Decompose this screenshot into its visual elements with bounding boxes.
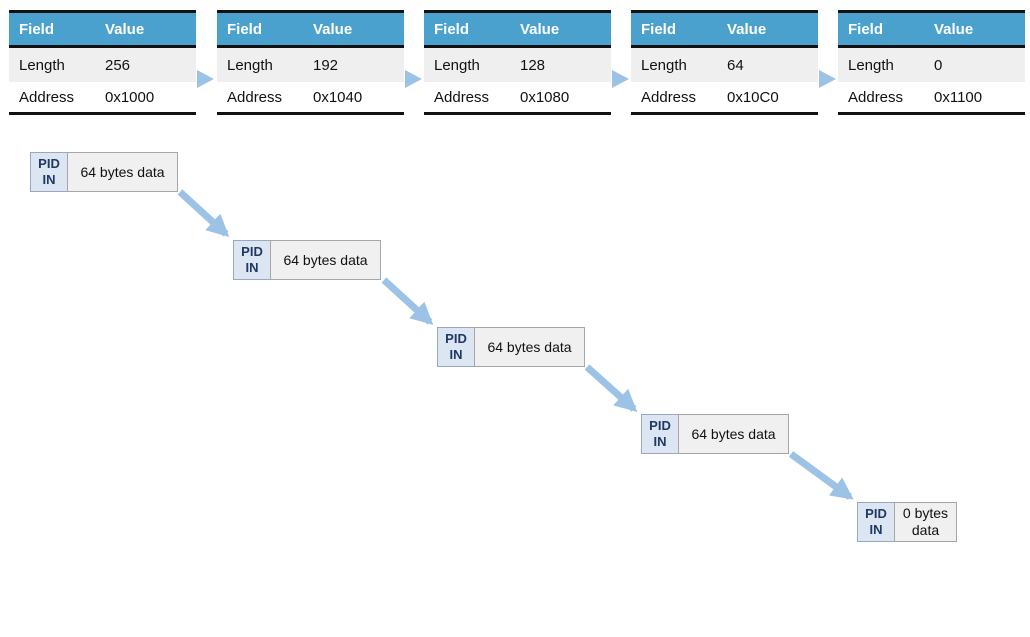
pid-label: PID bbox=[649, 417, 671, 433]
header-value-label: Value bbox=[520, 20, 560, 38]
header-value-label: Value bbox=[934, 20, 974, 38]
row-field: Length bbox=[434, 56, 480, 74]
usb-packet-1: PID IN 64 bytes data bbox=[30, 152, 178, 192]
row-value: 0x1100 bbox=[934, 88, 983, 106]
pid-direction: IN bbox=[42, 172, 56, 187]
pid-cell: PID IN bbox=[233, 240, 271, 280]
packet-data-label: 64 bytes data bbox=[678, 414, 789, 454]
pid-direction: IN bbox=[245, 260, 259, 275]
pid-label: PID bbox=[38, 155, 60, 171]
descriptor-table-2: Field Value Length 192 Address 0x1040 bbox=[217, 10, 404, 115]
pid-cell: PID IN bbox=[437, 327, 475, 367]
next-table-arrow-icon bbox=[819, 70, 836, 88]
header-value-label: Value bbox=[727, 20, 767, 38]
table-header-row: Field Value bbox=[424, 13, 611, 48]
row-field: Length bbox=[19, 56, 65, 74]
descriptor-table-5: Field Value Length 0 Address 0x1100 bbox=[838, 10, 1025, 115]
pid-direction: IN bbox=[869, 522, 883, 537]
usb-packet-3: PID IN 64 bytes data bbox=[437, 327, 585, 367]
pid-label: PID bbox=[241, 243, 263, 259]
row-value: 0x10C0 bbox=[727, 88, 779, 106]
row-field: Length bbox=[848, 56, 894, 74]
header-field-label: Field bbox=[434, 20, 470, 38]
table-row: Address 0x10C0 bbox=[631, 82, 818, 112]
packet-data-label: 64 bytes data bbox=[270, 240, 381, 280]
flow-arrow-3 bbox=[584, 364, 638, 412]
row-value: 0x1000 bbox=[105, 88, 155, 106]
row-value: 0 bbox=[934, 56, 943, 74]
descriptor-table-1: Field Value Length 256 Address 0x1000 bbox=[9, 10, 196, 115]
table-header-row: Field Value bbox=[217, 13, 404, 48]
table-row: Length 64 bbox=[631, 48, 818, 82]
row-field: Length bbox=[641, 56, 687, 74]
next-table-arrow-icon bbox=[612, 70, 629, 88]
next-table-arrow-icon bbox=[405, 70, 422, 88]
row-field: Address bbox=[227, 88, 283, 106]
packet-data-label: 64 bytes data bbox=[67, 152, 178, 192]
header-value-label: Value bbox=[313, 20, 353, 38]
packet-data-label: 64 bytes data bbox=[474, 327, 585, 367]
row-field: Address bbox=[641, 88, 697, 106]
pid-cell: PID IN bbox=[30, 152, 68, 192]
packet-data-label: 0 bytes data bbox=[894, 502, 957, 542]
header-field-label: Field bbox=[19, 20, 55, 38]
table-row: Address 0x1100 bbox=[838, 82, 1025, 112]
flow-arrow-2 bbox=[381, 277, 434, 326]
header-field-label: Field bbox=[848, 20, 884, 38]
table-row: Length 0 bbox=[838, 48, 1025, 82]
table-row: Address 0x1000 bbox=[9, 82, 196, 112]
header-value-label: Value bbox=[105, 20, 145, 38]
pid-direction: IN bbox=[449, 347, 463, 362]
pid-direction: IN bbox=[653, 434, 667, 449]
usb-packet-4: PID IN 64 bytes data bbox=[641, 414, 789, 454]
row-value: 192 bbox=[313, 56, 339, 74]
usb-packet-5: PID IN 0 bytes data bbox=[857, 502, 957, 542]
table-row: Address 0x1080 bbox=[424, 82, 611, 112]
row-field: Address bbox=[434, 88, 490, 106]
row-value: 0x1040 bbox=[313, 88, 363, 106]
row-value: 0x1080 bbox=[520, 88, 570, 106]
descriptor-table-4: Field Value Length 64 Address 0x10C0 bbox=[631, 10, 818, 115]
usb-packet-2: PID IN 64 bytes data bbox=[233, 240, 381, 280]
row-value: 256 bbox=[105, 56, 131, 74]
table-row: Length 256 bbox=[9, 48, 196, 82]
table-header-row: Field Value bbox=[631, 13, 818, 48]
row-value: 128 bbox=[520, 56, 546, 74]
table-row: Length 192 bbox=[217, 48, 404, 82]
pid-label: PID bbox=[865, 505, 887, 521]
pid-label: PID bbox=[445, 330, 467, 346]
descriptor-table-3: Field Value Length 128 Address 0x1080 bbox=[424, 10, 611, 115]
flow-arrow-4 bbox=[788, 451, 854, 500]
pid-cell: PID IN bbox=[641, 414, 679, 454]
table-header-row: Field Value bbox=[9, 13, 196, 48]
header-field-label: Field bbox=[641, 20, 677, 38]
row-value: 64 bbox=[727, 56, 744, 74]
row-field: Address bbox=[848, 88, 904, 106]
row-field: Address bbox=[19, 88, 75, 106]
table-header-row: Field Value bbox=[838, 13, 1025, 48]
next-table-arrow-icon bbox=[197, 70, 214, 88]
header-field-label: Field bbox=[227, 20, 263, 38]
row-field: Length bbox=[227, 56, 273, 74]
flow-arrow-1 bbox=[177, 189, 230, 238]
table-row: Length 128 bbox=[424, 48, 611, 82]
table-row: Address 0x1040 bbox=[217, 82, 404, 112]
pid-cell: PID IN bbox=[857, 502, 895, 542]
